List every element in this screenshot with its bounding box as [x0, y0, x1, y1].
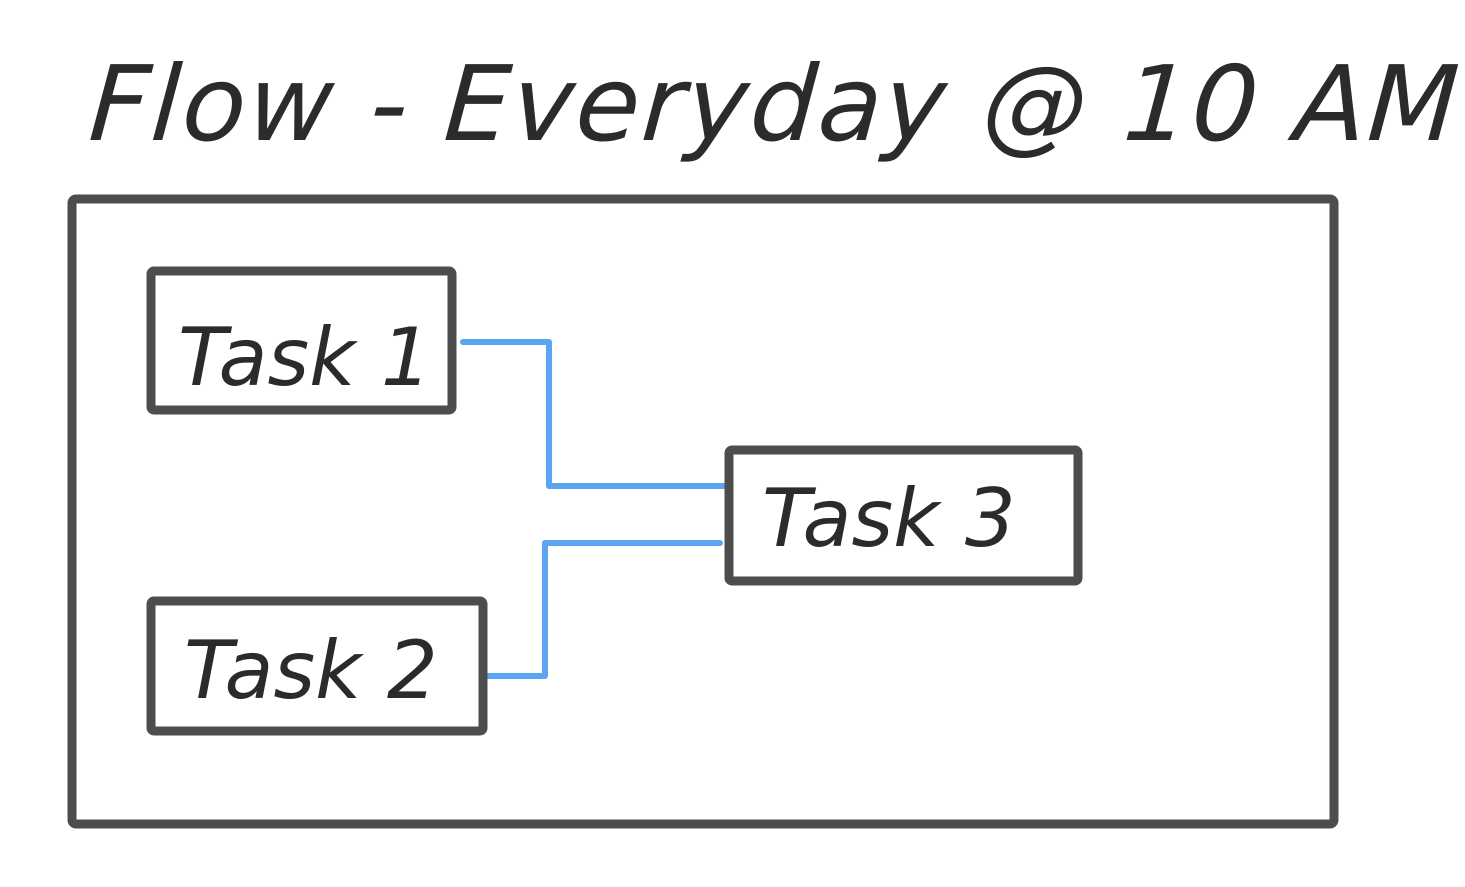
- task-3-node[interactable]: Task 3: [724, 445, 1083, 586]
- task-3-box[interactable]: [724, 445, 1083, 586]
- flow-container: [67, 194, 1339, 829]
- task-1-node[interactable]: Task 1: [146, 266, 457, 415]
- connector-task1-task3: [460, 339, 729, 489]
- flow-diagram: Task 1 Task 2 Task 3: [67, 194, 1339, 829]
- task-3-label: Task 3: [762, 472, 1016, 565]
- diagram-canvas: Flow - Everyday @ 10 AM Task 1 Task 2 Ta…: [67, 43, 1465, 829]
- connector-task2-task3: [484, 540, 723, 679]
- task-1-label: Task 1: [178, 311, 432, 404]
- task-1-box[interactable]: [146, 266, 457, 415]
- task-2-node[interactable]: Task 2: [146, 596, 488, 736]
- task-2-box[interactable]: [146, 596, 488, 736]
- task-2-label: Task 2: [184, 624, 438, 717]
